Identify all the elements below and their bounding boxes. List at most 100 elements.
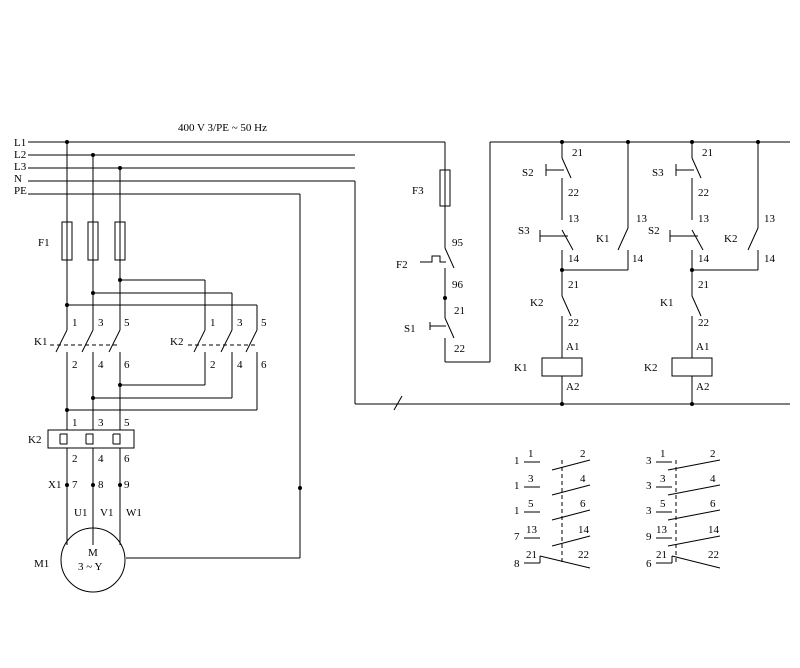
branch1-stop-label: S2 <box>522 167 534 179</box>
overload-label: K2 <box>28 434 41 446</box>
svg-text:6: 6 <box>261 359 267 371</box>
branch1-hold-label: K1 <box>596 233 609 245</box>
branch2-interlock-label: K1 <box>660 297 673 309</box>
svg-text:14: 14 <box>708 524 720 536</box>
svg-text:4: 4 <box>237 359 243 371</box>
svg-text:95: 95 <box>452 237 464 249</box>
svg-text:5: 5 <box>261 317 267 329</box>
svg-text:U1: U1 <box>74 507 87 519</box>
f2-label: F2 <box>396 259 408 271</box>
terminal-x1-label: X1 <box>48 479 61 491</box>
svg-text:5: 5 <box>660 498 666 510</box>
svg-text:3: 3 <box>237 317 243 329</box>
k1-label: K1 <box>34 336 47 348</box>
svg-text:1: 1 <box>514 505 520 517</box>
contact-table-1: 1 1 2 1 3 4 1 5 6 7 13 14 8 21 22 <box>514 448 591 570</box>
svg-text:1: 1 <box>514 455 520 467</box>
svg-text:2: 2 <box>580 448 586 460</box>
svg-text:A2: A2 <box>696 381 709 393</box>
stop-button-s1: 21 22 S1 <box>404 298 465 362</box>
svg-text:4: 4 <box>580 473 586 485</box>
svg-text:22: 22 <box>568 317 579 329</box>
svg-text:3 ~ Y: 3 ~ Y <box>78 561 103 573</box>
svg-text:14: 14 <box>568 253 580 265</box>
svg-text:22: 22 <box>708 549 719 561</box>
svg-text:22: 22 <box>578 549 589 561</box>
svg-text:6: 6 <box>124 359 130 371</box>
control-branch-2: 21 S3 22 13 S2 14 13 14 K2 21 22 <box>644 140 776 406</box>
svg-text:1: 1 <box>72 317 78 329</box>
branch1-interlock-label: K2 <box>530 297 543 309</box>
svg-text:A1: A1 <box>566 341 579 353</box>
svg-text:4: 4 <box>98 359 104 371</box>
svg-text:A1: A1 <box>696 341 709 353</box>
svg-text:2: 2 <box>72 453 78 465</box>
svg-text:5: 5 <box>124 417 130 429</box>
svg-text:M: M <box>88 547 98 559</box>
svg-text:1: 1 <box>210 317 216 329</box>
svg-text:1: 1 <box>72 417 78 429</box>
svg-text:6: 6 <box>580 498 586 510</box>
fuse-f3-label: F3 <box>412 185 424 197</box>
svg-text:3: 3 <box>98 317 104 329</box>
supply-title: 400 V 3/PE ~ 50 Hz <box>178 122 267 134</box>
svg-text:21: 21 <box>698 279 709 291</box>
power-circuit: F1 1 3 5 2 4 6 K1 <box>28 142 302 593</box>
svg-text:14: 14 <box>764 253 776 265</box>
svg-text:13: 13 <box>656 524 668 536</box>
svg-text:22: 22 <box>698 187 709 199</box>
svg-text:2: 2 <box>710 448 716 460</box>
svg-text:3: 3 <box>98 417 104 429</box>
branch2-coil-label: K2 <box>644 362 657 374</box>
svg-text:21: 21 <box>568 279 579 291</box>
k1-main-contacts: 1 3 5 2 4 6 K1 <box>34 317 130 372</box>
control-branch-1: 21 S2 22 13 S3 14 13 14 K1 21 <box>514 140 648 406</box>
svg-text:3: 3 <box>646 455 652 467</box>
motor-label: M1 <box>34 558 49 570</box>
line-label-l1: L1 <box>14 137 26 149</box>
branch1-start-label: S3 <box>518 225 530 237</box>
svg-text:1: 1 <box>660 448 666 460</box>
fuse-f1-label: F1 <box>38 237 50 249</box>
svg-text:A2: A2 <box>566 381 579 393</box>
svg-text:22: 22 <box>568 187 579 199</box>
k2-label: K2 <box>170 336 183 348</box>
svg-text:2: 2 <box>72 359 78 371</box>
svg-text:8: 8 <box>514 558 520 570</box>
supply-lines: 400 V 3/PE ~ 50 Hz L1 L2 L3 N PE <box>14 122 445 197</box>
svg-text:13: 13 <box>698 213 710 225</box>
k2-main-contacts: 1 3 5 2 4 6 K2 <box>170 317 267 410</box>
svg-text:W1: W1 <box>126 507 142 519</box>
branch2-stop-label: S3 <box>652 167 664 179</box>
svg-text:13: 13 <box>636 213 648 225</box>
svg-text:14: 14 <box>632 253 644 265</box>
svg-text:3: 3 <box>528 473 534 485</box>
svg-text:96: 96 <box>452 279 464 291</box>
svg-text:3: 3 <box>646 480 652 492</box>
svg-text:22: 22 <box>454 343 465 355</box>
svg-text:6: 6 <box>710 498 716 510</box>
svg-text:4: 4 <box>98 453 104 465</box>
svg-text:3: 3 <box>646 505 652 517</box>
overload-relay: 1 3 5 K2 2 4 6 <box>28 417 135 465</box>
svg-text:13: 13 <box>568 213 580 225</box>
svg-text:22: 22 <box>698 317 709 329</box>
branch1-coil-label: K1 <box>514 362 527 374</box>
svg-text:9: 9 <box>646 531 652 543</box>
svg-text:3: 3 <box>660 473 666 485</box>
svg-text:8: 8 <box>98 479 104 491</box>
svg-text:5: 5 <box>124 317 130 329</box>
svg-text:5: 5 <box>528 498 534 510</box>
line-label-l2: L2 <box>14 149 26 161</box>
svg-text:1: 1 <box>514 480 520 492</box>
svg-text:2: 2 <box>210 359 216 371</box>
line-label-l3: L3 <box>14 161 27 173</box>
overload-contact-f2: 95 96 F2 <box>396 237 464 298</box>
svg-text:4: 4 <box>710 473 716 485</box>
svg-text:21: 21 <box>454 305 465 317</box>
svg-text:13: 13 <box>526 524 538 536</box>
svg-text:6: 6 <box>646 558 652 570</box>
svg-text:9: 9 <box>124 479 130 491</box>
contact-table-2: 3 1 2 3 3 4 3 5 6 9 13 14 6 21 22 <box>646 448 721 570</box>
